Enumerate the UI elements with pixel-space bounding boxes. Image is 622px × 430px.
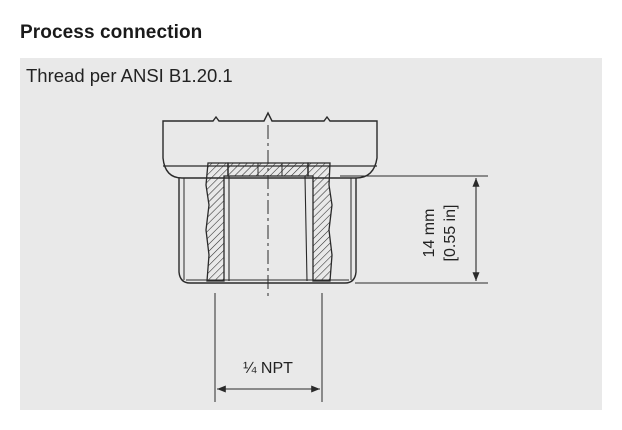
- panel-title: Thread per ANSI B1.20.1: [26, 65, 233, 86]
- hex-head-outline: [162, 111, 378, 179]
- section-hatch-left: [205, 162, 229, 282]
- section-heading: Process connection: [20, 22, 203, 43]
- section-hatch-right: [307, 162, 333, 282]
- drawing-panel: [20, 58, 602, 410]
- inner-bore-outline: [228, 175, 308, 282]
- thread-size-label: ¼ NPT: [243, 360, 293, 377]
- height-imperial-label: [0.55 in]: [442, 205, 459, 262]
- height-metric-label: 14 mm: [421, 209, 438, 258]
